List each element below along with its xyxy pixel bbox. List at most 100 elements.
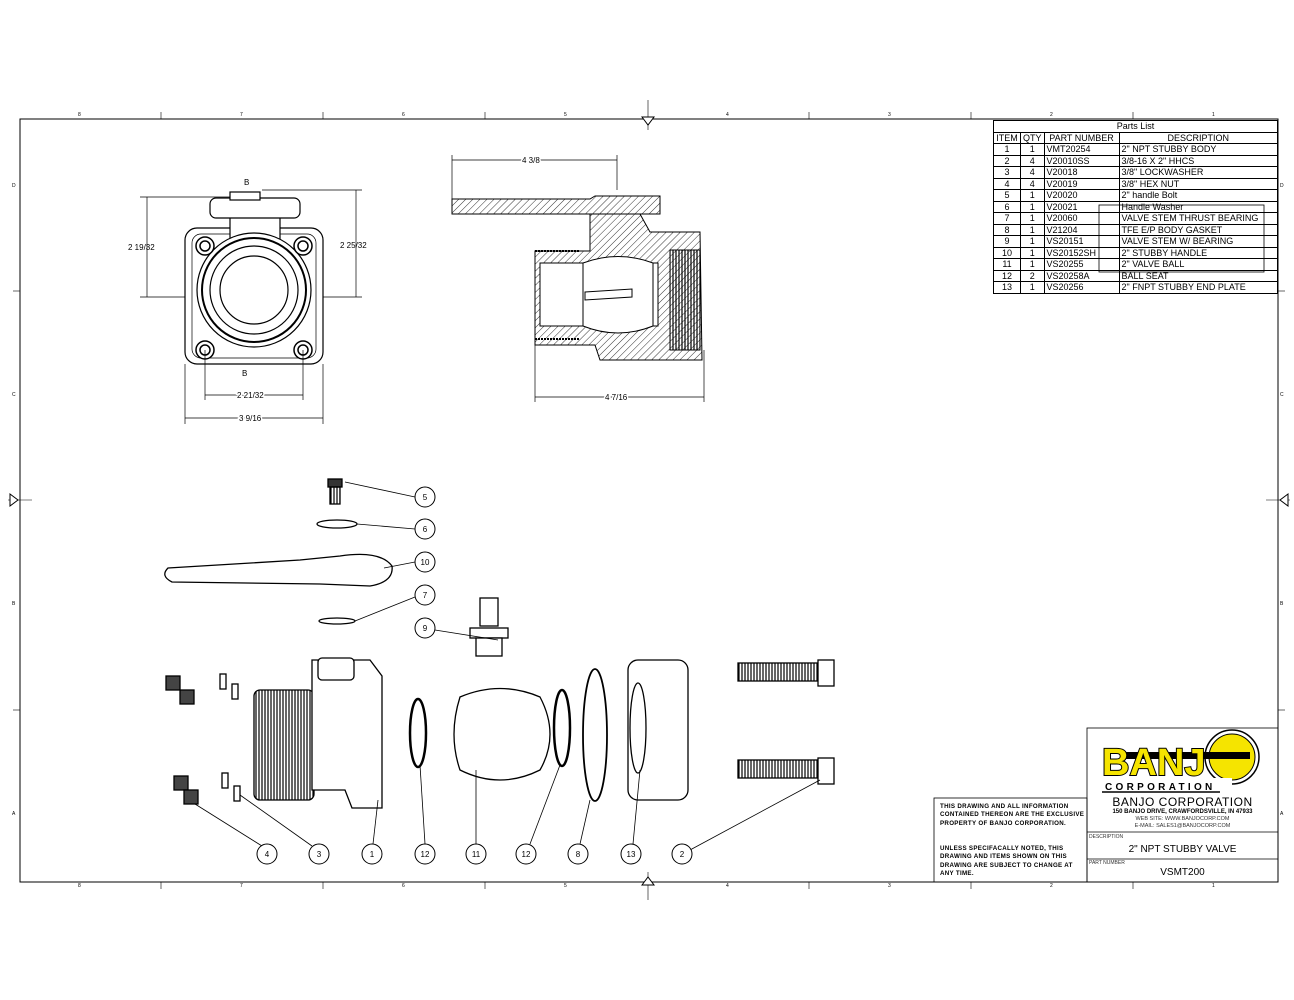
col-header-qty: QTY bbox=[1020, 131, 1045, 144]
cell-item: 7 bbox=[993, 212, 1021, 225]
part-number-label: PART NUMBER bbox=[1089, 860, 1125, 866]
body bbox=[253, 657, 383, 809]
balloon-circle bbox=[671, 843, 693, 865]
exploded-view bbox=[164, 478, 835, 809]
balloon-number: 8 bbox=[576, 850, 581, 859]
cell-item: 12 bbox=[993, 269, 1021, 282]
handle bbox=[164, 553, 393, 587]
cell-qty: 4 bbox=[1020, 154, 1045, 167]
dim-handle-length: 4 3/8 bbox=[522, 156, 540, 165]
dim-bolt-spacing: 2 21/32 bbox=[237, 391, 264, 400]
item-balloon: 8 bbox=[567, 843, 589, 865]
front-view bbox=[184, 191, 324, 365]
cell-item: 2 bbox=[993, 154, 1021, 167]
balloon-circle bbox=[414, 617, 436, 639]
balloon-circle bbox=[414, 584, 436, 606]
item-balloon: 2 bbox=[671, 843, 693, 865]
cell-description: BALL SEAT bbox=[1118, 269, 1279, 282]
balloon-circle bbox=[308, 843, 330, 865]
balloon-number: 6 bbox=[423, 525, 428, 534]
cell-description: 2" handle Bolt bbox=[1118, 189, 1279, 202]
item-balloon: 9 bbox=[414, 617, 436, 639]
cell-description: VALVE STEM W/ BEARING bbox=[1118, 235, 1279, 248]
balloon-number: 2 bbox=[680, 850, 685, 859]
balloon-number: 4 bbox=[265, 850, 270, 859]
zone-row: A bbox=[12, 811, 16, 817]
zone-col: 1 bbox=[1212, 112, 1215, 118]
zone-col: 4 bbox=[726, 883, 729, 889]
zone-row: D bbox=[1280, 183, 1284, 189]
zone-col: 6 bbox=[402, 883, 405, 889]
balloon-number: 3 bbox=[317, 850, 322, 859]
company-address: 150 BANJO DRIVE, CRAWFORDSVILLE, IN 4793… bbox=[1112, 809, 1253, 815]
thrust-bearing bbox=[318, 617, 356, 625]
valve-stem bbox=[469, 597, 509, 657]
cell-part-number: V20021 bbox=[1043, 200, 1120, 213]
cell-part-number: V20020 bbox=[1043, 189, 1120, 202]
balloon-circle bbox=[465, 843, 487, 865]
ball-seat-right bbox=[552, 688, 572, 768]
cell-description: Handle Washer bbox=[1118, 200, 1279, 213]
col-header-part-number: PART NUMBER bbox=[1043, 131, 1120, 144]
zone-col: 2 bbox=[1050, 112, 1053, 118]
cell-qty: 1 bbox=[1020, 189, 1045, 202]
cell-part-number: V20010SS bbox=[1043, 154, 1120, 167]
balloon-number: 7 bbox=[423, 591, 428, 600]
cell-qty: 1 bbox=[1020, 200, 1045, 213]
cell-item: 5 bbox=[993, 189, 1021, 202]
drawing-part-number: VSMT200 bbox=[1160, 867, 1205, 878]
logo-wordmark: BANJ bbox=[1102, 742, 1205, 784]
balloon-circle bbox=[361, 843, 383, 865]
cell-part-number: V20018 bbox=[1043, 166, 1120, 179]
balloon-number: 1 bbox=[370, 850, 375, 859]
item-balloon: 3 bbox=[308, 843, 330, 865]
cell-item: 3 bbox=[993, 166, 1021, 179]
cell-item: 11 bbox=[993, 258, 1021, 271]
zone-row: B bbox=[1280, 601, 1284, 607]
zone-col: 2 bbox=[1050, 883, 1053, 889]
balloon-number: 12 bbox=[522, 850, 531, 859]
hex-nuts bbox=[165, 675, 199, 805]
bolt-heads bbox=[817, 659, 835, 785]
drawing-description: 2" NPT STUBBY VALVE bbox=[1128, 844, 1237, 855]
balloon-circle bbox=[567, 843, 589, 865]
balloon-number: 13 bbox=[627, 850, 636, 859]
cell-item: 9 bbox=[993, 235, 1021, 248]
cell-qty: 1 bbox=[1020, 212, 1045, 225]
zone-col: 4 bbox=[726, 112, 729, 118]
balloon-number: 11 bbox=[472, 850, 481, 859]
zone-col: 3 bbox=[888, 112, 891, 118]
col-header-item: ITEM bbox=[993, 131, 1021, 144]
cell-qty: 1 bbox=[1020, 143, 1045, 156]
zone-row: C bbox=[12, 392, 16, 398]
zone-col: 3 bbox=[888, 883, 891, 889]
balloon-circle bbox=[620, 843, 642, 865]
balloon-circle bbox=[515, 843, 537, 865]
sheet-border bbox=[8, 100, 1290, 900]
balloon-number: 10 bbox=[421, 558, 430, 567]
zone-row: B bbox=[12, 601, 16, 607]
section-label-bottom: B bbox=[242, 369, 247, 378]
banjo-logo: BANJ CORPORATION bbox=[1101, 729, 1260, 793]
item-balloon: 6 bbox=[414, 518, 436, 540]
section-label-top: B bbox=[244, 178, 249, 187]
zone-col: 8 bbox=[78, 883, 81, 889]
col-header-description: DESCRIPTION bbox=[1118, 131, 1279, 144]
cell-item: 8 bbox=[993, 223, 1021, 236]
front-view-dimensions bbox=[140, 189, 362, 424]
item-balloon: 5 bbox=[414, 486, 436, 508]
cell-qty: 1 bbox=[1020, 246, 1045, 259]
bolts bbox=[737, 662, 819, 779]
cell-description: 3/8" HEX NUT bbox=[1118, 177, 1279, 190]
cell-description: 2" VALVE BALL bbox=[1118, 258, 1279, 271]
balloon-circle bbox=[414, 843, 436, 865]
